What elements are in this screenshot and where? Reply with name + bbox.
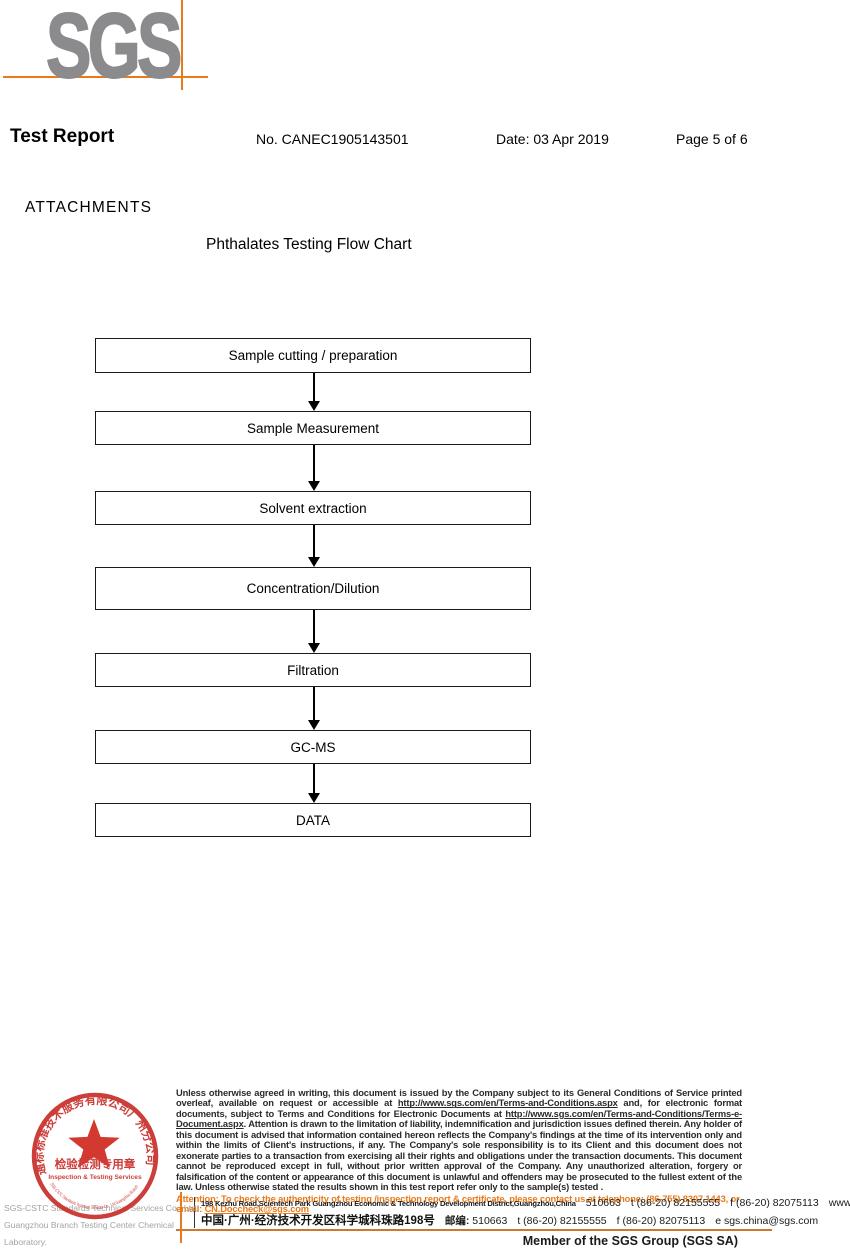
legal-text: Unless otherwise agreed in writing, this…	[176, 1088, 742, 1193]
flow-arrow	[308, 373, 320, 411]
flow-step-box: GC-MS	[95, 730, 531, 764]
terms-conditions-link[interactable]: http://www.sgs.com/en/Terms-and-Conditio…	[397, 1098, 618, 1109]
star-icon	[68, 1119, 120, 1168]
arrow-down-icon	[308, 720, 320, 730]
laboratory-name: SGS-CSTC Standards Technical Services Co…	[4, 1200, 204, 1251]
telephone: t (86-20) 82155555	[517, 1215, 607, 1227]
member-line: Member of the SGS Group (SGS SA)	[522, 1234, 738, 1248]
stamp-ring	[31, 1092, 159, 1220]
arrow-down-icon	[308, 793, 320, 803]
fax-number: f (86-20) 82075113	[616, 1215, 706, 1227]
inspection-stamp: 通标标准技术服务有限公司广州分公司 SGS-CSTC Standards Tec…	[31, 1092, 159, 1220]
flow-step-box: Concentration/Dilution	[95, 567, 531, 610]
report-number: No. CANEC1905143501	[256, 131, 409, 147]
flow-arrow	[308, 610, 320, 653]
fax-number: f (86-20) 82075113	[730, 1197, 819, 1209]
flow-step-box: Solvent extraction	[95, 491, 531, 525]
legal-paragraph: and, for electronic format documents, su…	[176, 1098, 742, 1119]
address-block: 198 Kezhu Road,Scientech Park Guangzhou …	[194, 1197, 850, 1228]
report-title: Test Report	[10, 126, 115, 147]
attention-text: Attention: To check the authenticity of …	[176, 1194, 742, 1215]
postal-code: 510663	[472, 1215, 508, 1227]
footer-legal-block: Unless otherwise agreed in writing, this…	[176, 1088, 742, 1214]
flow-step-box: Sample Measurement	[95, 411, 531, 445]
legal-paragraph: . Attention is drawn to the limitation o…	[176, 1119, 742, 1193]
doccheck-email-link[interactable]: CN.Doccheck@sgs.com	[204, 1203, 310, 1214]
postal-label: 邮编:	[444, 1215, 470, 1227]
address-line-cn: 中国·广州·经济技术开发区科学城科珠路198号 邮编: 510663 t (86…	[201, 1212, 818, 1228]
flow-step-box: Sample cutting / preparation	[95, 338, 531, 373]
flow-step-box: Filtration	[95, 653, 531, 687]
terms-e-document-link[interactable]: http://www.sgs.com/en/Terms-and-Conditio…	[176, 1108, 742, 1130]
street-address-en: 198 Kezhu Road,Scientech Park Guangzhou …	[201, 1199, 576, 1208]
flow-arrow	[308, 445, 320, 491]
flow-arrow	[308, 525, 320, 567]
logo-crosshair-horizontal	[3, 76, 208, 78]
website-url[interactable]: www.sgsgroup.com.cn	[828, 1197, 850, 1209]
legal-paragraph: Unless otherwise agreed in writing, this…	[176, 1088, 742, 1109]
flow-chart: Sample cutting / preparation Sample Meas…	[95, 338, 531, 838]
page-indicator: Page 5 of 6	[676, 131, 748, 147]
address-line-en: 198 Kezhu Road,Scientech Park Guangzhou …	[201, 1197, 850, 1209]
stamp-center-en: Inspection & Testing Services	[48, 1174, 142, 1181]
flow-chart-title: Phthalates Testing Flow Chart	[206, 236, 412, 253]
logo-crosshair-vertical	[181, 0, 183, 90]
arrow-down-icon	[308, 643, 320, 653]
report-date: Date: 03 Apr 2019	[496, 131, 609, 147]
arrow-down-icon	[308, 557, 320, 567]
arrow-down-icon	[308, 481, 320, 491]
stamp-center-cn: 检验检测专用章	[55, 1157, 136, 1171]
footer-crosshair-vertical	[180, 1192, 182, 1243]
arrow-down-icon	[308, 401, 320, 411]
street-address-cn: 中国·广州·经济技术开发区科学城科珠路198号	[201, 1215, 435, 1227]
email-address[interactable]: e sgs.china@sgs.com	[715, 1215, 819, 1227]
footer-divider-line	[176, 1229, 772, 1231]
flow-arrow	[308, 687, 320, 730]
sgs-logo-text: SGS	[45, 0, 183, 98]
company-line: SGS-CSTC Standards Technical Services Co…	[4, 1203, 199, 1213]
flow-step-box: DATA	[95, 803, 531, 837]
attention-notice: Attention: To check the authenticity of …	[176, 1193, 740, 1214]
telephone: t (86-20) 82155555	[630, 1197, 721, 1209]
flow-arrow	[308, 764, 320, 803]
attachments-heading: ATTACHMENTS	[25, 199, 153, 216]
postal-code: 510663	[585, 1197, 621, 1209]
company-line: Guangzhou Branch Testing Center Chemical…	[4, 1220, 174, 1247]
